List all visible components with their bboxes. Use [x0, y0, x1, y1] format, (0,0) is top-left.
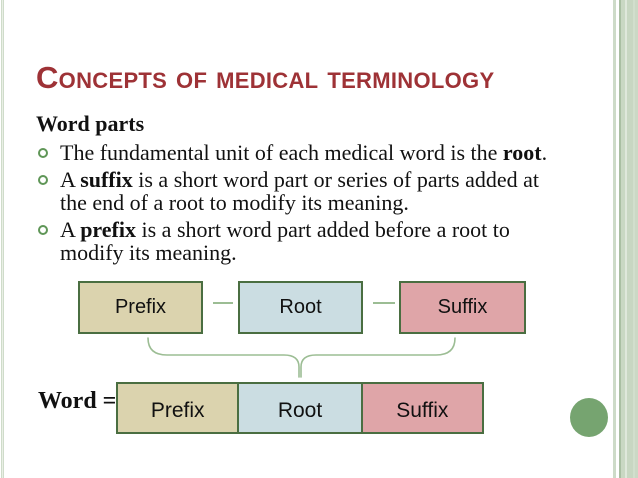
bullet-text: The fundamental unit of each medical wor…	[60, 140, 503, 165]
combined-root-label: Root	[277, 399, 323, 422]
right-border-stripe	[612, 0, 638, 478]
combined-word-box: Prefix Root Suffix	[116, 382, 484, 434]
word-parts-heading: Word parts	[36, 111, 145, 136]
bullet-item-suffix: A suffix is a short word part or series …	[36, 168, 581, 214]
bullet-circle-icon	[38, 225, 48, 235]
prefix-box-label: Prefix	[114, 296, 167, 318]
bullet-text: is a short word part added before a root…	[60, 217, 510, 265]
accent-circle	[570, 398, 608, 437]
suffix-box: Suffix	[399, 281, 526, 334]
combined-root-segment: Root	[237, 384, 361, 432]
bullet-text: is a short word part or series of parts …	[60, 167, 540, 215]
bullet-item-root: The fundamental unit of each medical wor…	[36, 141, 581, 164]
slide-title: Concepts of medical terminology	[36, 60, 495, 95]
bullet-bold-term: root	[502, 140, 542, 165]
suffix-box-label: Suffix	[437, 296, 488, 318]
bullet-list: The fundamental unit of each medical wor…	[36, 141, 581, 264]
combined-suffix-label: Suffix	[396, 399, 449, 422]
combined-prefix-segment: Prefix	[118, 384, 238, 432]
combined-prefix-label: Prefix	[150, 399, 205, 422]
bullet-bold-term: prefix	[80, 217, 136, 242]
root-box: Root	[238, 281, 363, 334]
root-box-label: Root	[279, 296, 322, 318]
bullet-text: A	[60, 217, 81, 242]
combined-suffix-segment: Suffix	[360, 384, 482, 432]
bullet-circle-icon	[38, 175, 48, 185]
bullet-item-prefix: A prefix is a short word part added befo…	[36, 218, 581, 264]
slide-body: Word parts The fundamental unit of each …	[36, 112, 581, 268]
left-border-stripe	[0, 0, 5, 478]
word-equation-label: Word =	[38, 388, 117, 414]
curly-brace	[147, 337, 456, 378]
bullet-text: .	[541, 140, 548, 165]
prefix-box: Prefix	[78, 281, 203, 334]
bullet-text: A	[60, 167, 81, 192]
bullet-circle-icon	[38, 148, 48, 158]
bullet-bold-term: suffix	[80, 167, 133, 192]
